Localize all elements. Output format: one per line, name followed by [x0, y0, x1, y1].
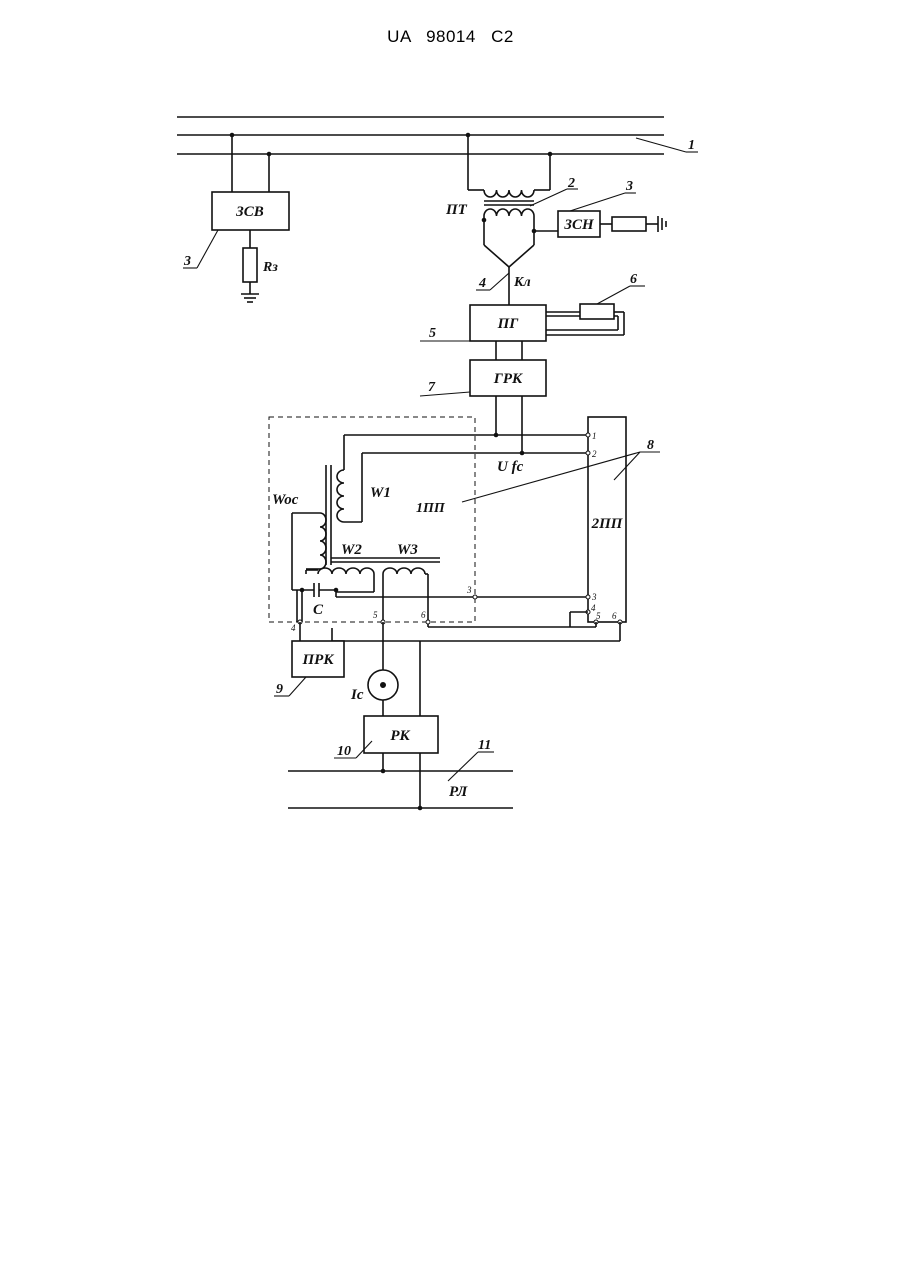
three-phase-bus: [177, 117, 698, 154]
c-label: C: [313, 602, 324, 618]
callout-8: 8: [647, 438, 654, 453]
zsn-label: ЗСН: [563, 217, 595, 233]
2pp-label: 2ПП: [591, 516, 624, 532]
callout-3-right: 3: [625, 179, 633, 194]
1pp-pin-6: 6: [421, 610, 426, 620]
1pp-pin-3: 3: [466, 585, 472, 595]
grk-label: ГРК: [493, 371, 523, 387]
pg-resistor: [580, 304, 614, 319]
rz-resistor: [243, 248, 257, 282]
ic-ammeter: [368, 622, 398, 716]
callout-6-top: 6: [630, 272, 637, 287]
callout-11: 11: [478, 738, 491, 753]
2pp-pin-6: 6: [612, 611, 617, 621]
pt-label: ПТ: [445, 202, 468, 218]
2pp-pin-1: 1: [592, 431, 597, 441]
2pp-pin-3: 3: [591, 592, 597, 602]
kl-label: Кл: [513, 275, 531, 290]
2pp-pin-5: 5: [596, 611, 601, 621]
callout-1: 1: [688, 138, 695, 153]
w3-label: W3: [397, 542, 418, 558]
callout-7: 7: [428, 380, 436, 395]
rk-label: РК: [390, 728, 410, 744]
zsn-load-resistor: [612, 217, 646, 231]
callout-4: 4: [478, 276, 486, 291]
ufc-label: U fc: [497, 459, 524, 475]
w1-label: W1: [370, 485, 391, 501]
callout-10: 10: [337, 744, 351, 759]
callout-9: 9: [276, 682, 283, 697]
callout-5: 5: [429, 326, 436, 341]
2pp-pin-2: 2: [592, 449, 597, 459]
zsv-label: ЗСВ: [235, 204, 264, 220]
woc-label: Woc: [272, 492, 299, 508]
1pp-pin-4: 4: [291, 623, 296, 633]
w2-label: W2: [341, 542, 362, 558]
rz-label: Rз: [262, 260, 278, 275]
prk-label: ПРК: [301, 652, 334, 668]
1pp-pins: [298, 595, 477, 624]
callout-2: 2: [567, 176, 575, 191]
callout-3-left: 3: [183, 254, 191, 269]
grk-output-wires: [344, 396, 588, 455]
ic-label: Ic: [350, 687, 364, 703]
1pp-label: 1ПП: [416, 501, 446, 516]
woc-winding: [292, 513, 326, 590]
capacitor-c: [292, 583, 588, 622]
rl-line: [288, 752, 513, 810]
pg-label: ПГ: [497, 316, 520, 332]
rl-label: РЛ: [449, 784, 468, 800]
1pp-pin-5: 5: [373, 610, 378, 620]
